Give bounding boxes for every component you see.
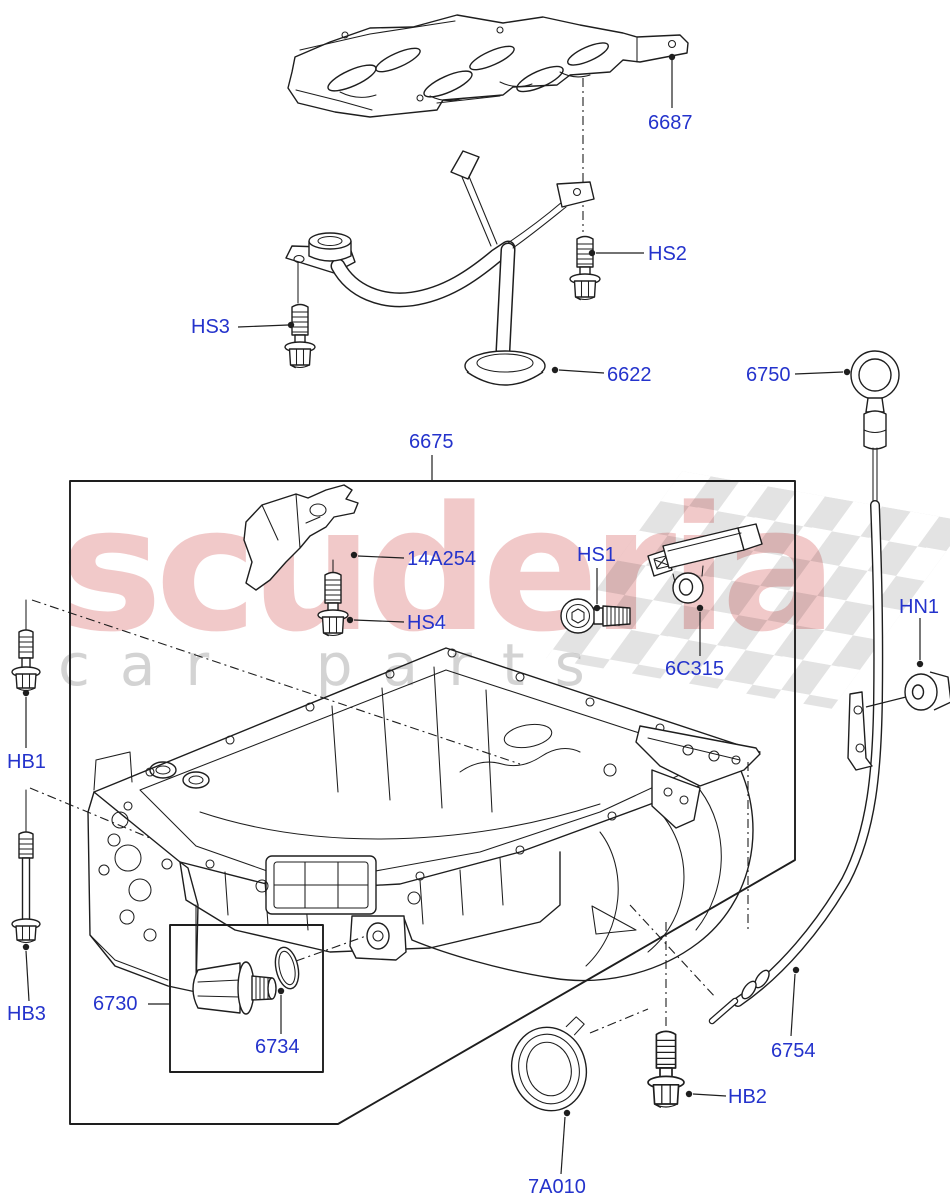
bolt-hb1-drawing [11,599,41,692]
sensor-6c315-drawing [647,523,763,604]
baffle-plate-drawing [287,14,689,118]
drain-plug-box [169,924,324,1073]
part-label-6754[interactable]: 6754 [771,1040,816,1062]
part-label-hs3[interactable]: HS3 [191,316,230,338]
part-label-hb2[interactable]: HB2 [728,1086,767,1108]
part-label-hn1[interactable]: HN1 [899,596,940,618]
bolt-hs3-drawing [284,303,316,369]
oil-pan-drawing [87,647,761,993]
part-label-6750[interactable]: 6750 [746,364,791,386]
bolt-hs4-drawing [317,571,349,637]
part-label-6730[interactable]: 6730 [93,993,138,1015]
leader-lines [22,53,924,1175]
part-label-hs1[interactable]: HS1 [577,544,616,566]
assembly-box-outline [69,480,796,1125]
bolt-hs2-drawing [569,235,601,301]
oil-pickup-tube-drawing [285,150,595,386]
bracket-14a254-drawing [243,484,359,591]
grommet-nut-hn1-drawing [865,671,950,711]
part-label-6734[interactable]: 6734 [255,1036,300,1058]
part-label-hb1[interactable]: HB1 [7,751,46,773]
part-label-7a010[interactable]: 7A010 [528,1176,586,1198]
part-label-6675[interactable]: 6675 [409,431,454,453]
part-label-6c315[interactable]: 6C315 [665,658,724,680]
watermark-brand: scuderia [60,469,837,670]
part-label-hb3[interactable]: HB3 [7,1003,46,1025]
bolt-hb2-drawing [647,1030,685,1108]
part-label-hs2[interactable]: HS2 [648,243,687,265]
screw-hs1-drawing [560,598,631,634]
part-label-hs4[interactable]: HS4 [407,612,446,634]
construction-lines [29,599,749,1034]
part-label-14a254[interactable]: 14A254 [407,548,476,570]
bolt-hb3-drawing [11,789,41,944]
dipstick-drawing [708,350,900,1025]
seal-7a010-drawing [510,1016,588,1112]
part-label-6622[interactable]: 6622 [607,364,652,386]
part-label-6687[interactable]: 6687 [648,112,693,134]
